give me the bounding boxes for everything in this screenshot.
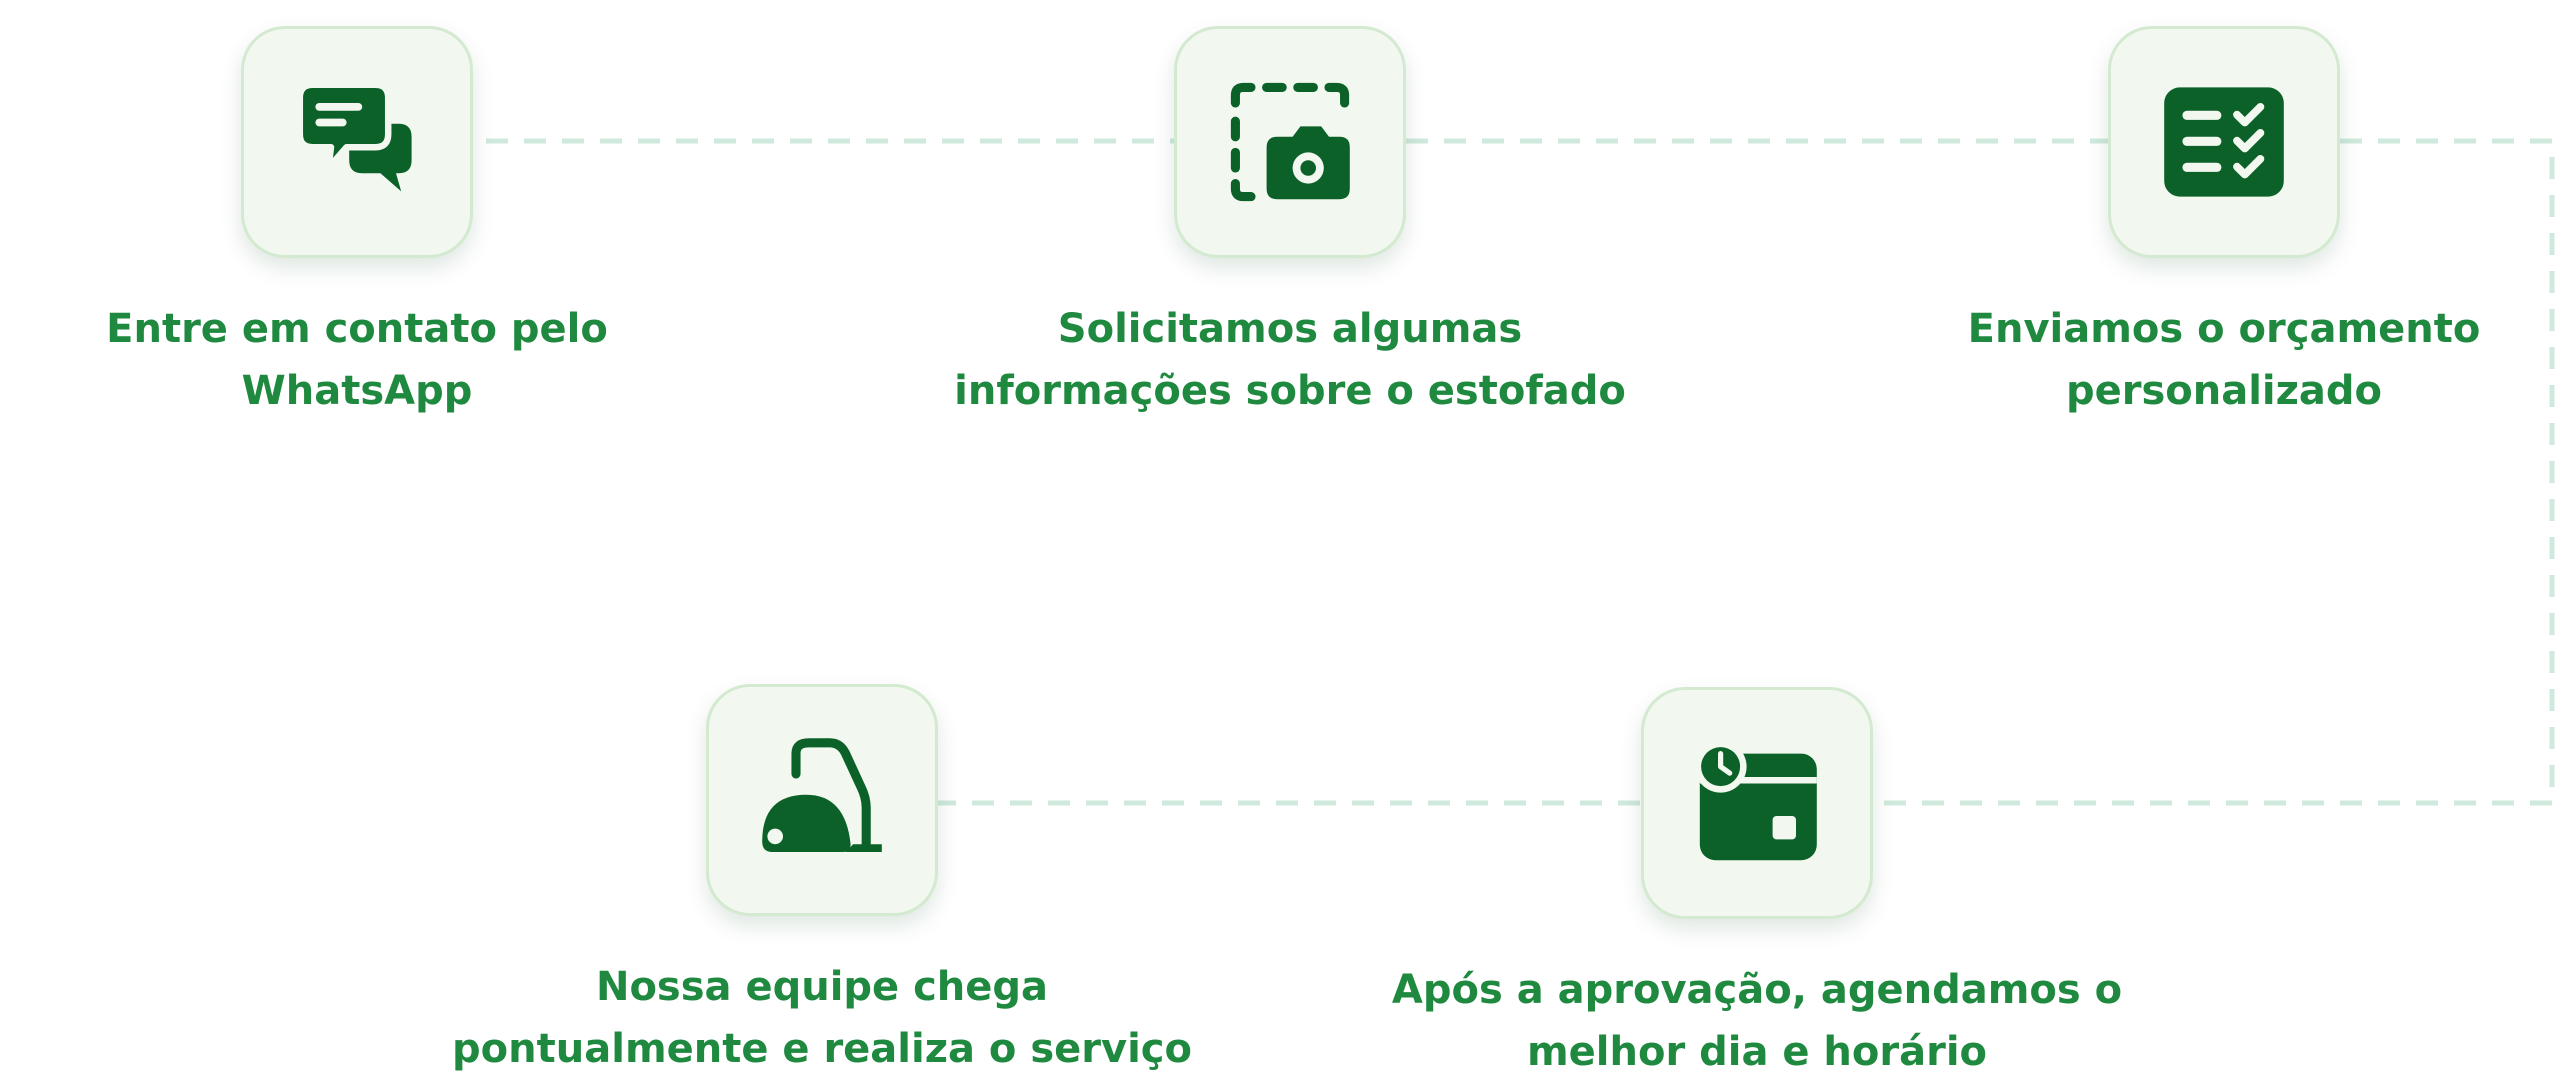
connector-step3-step4 [1874, 138, 2555, 806]
step-4-label-line-1: Após a aprovação, agendamos o [1391, 967, 2123, 1013]
calendar-clock-icon [1694, 740, 1817, 861]
step-4-icon-card [1641, 687, 1873, 919]
step-2-label-line-2: informações sobre o estofado [954, 368, 1626, 414]
step-5-icon-card [706, 684, 938, 916]
step-5: Nossa equipe chega pontualmente e realiz… [452, 684, 1192, 1076]
camera-capture-icon [1230, 82, 1350, 202]
step-5-label-line-2: pontualmente e realiza o serviço [452, 1026, 1192, 1072]
step-2: Solicitamos algumas informações sobre o … [940, 26, 1640, 422]
step-1-label-line-1: Entre em contato pelo [106, 306, 608, 352]
step-3-label: Enviamos o orçamento personalizado [1968, 298, 2481, 422]
step-3-label-line-1: Enviamos o orçamento [1967, 306, 2481, 352]
step-4-label-line-2: melhor dia e horário [1526, 1029, 1988, 1075]
step-3: Enviamos o orçamento personalizado [1874, 26, 2560, 422]
step-2-label-line-1: Solicitamos algumas [1057, 306, 1523, 352]
step-1-icon-card [241, 26, 473, 258]
step-2-icon-card [1174, 26, 1406, 258]
vacuum-cleaner-icon [762, 738, 882, 852]
step-1-label-line-2: WhatsApp [241, 368, 473, 414]
step-4: Após a aprovação, agendamos o melhor dia… [1392, 687, 2122, 1076]
step-3-icon-card [2108, 26, 2340, 258]
step-5-label: Nossa equipe chega pontualmente e realiz… [452, 956, 1192, 1076]
step-1: Entre em contato pelo WhatsApp [7, 26, 707, 422]
chat-bubbles-icon [296, 81, 412, 192]
checklist-icon [2164, 87, 2284, 197]
step-2-label: Solicitamos algumas informações sobre o … [954, 298, 1626, 422]
step-3-label-line-2: personalizado [2065, 368, 2383, 414]
step-1-label: Entre em contato pelo WhatsApp [106, 298, 608, 422]
step-4-label: Após a aprovação, agendamos o melhor dia… [1392, 959, 2122, 1076]
step-5-label-line-1: Nossa equipe chega [595, 964, 1049, 1010]
